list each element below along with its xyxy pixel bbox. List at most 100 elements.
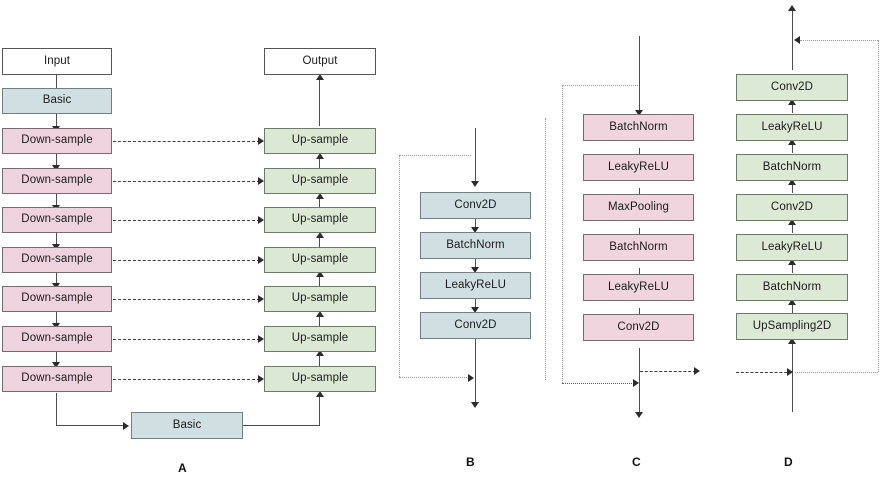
skip-connection-3 <box>113 220 260 221</box>
edge-up5-up4 <box>319 273 321 287</box>
panel-d-arrowhead-residual-join <box>794 36 800 44</box>
panel-b-arrowhead-bn-relu <box>471 267 479 273</box>
panel-b-edge-out <box>475 339 477 405</box>
panel-d-arrowhead-out <box>788 5 796 11</box>
panel-d-edge-6 <box>792 301 794 313</box>
panel-b-edge-conv-bn <box>475 219 477 230</box>
panel-d-node-batchnorm-1[interactable]: BatchNorm <box>736 154 848 181</box>
edge-down4-down5 <box>56 272 58 286</box>
arrowhead-up7-up6 <box>316 350 324 356</box>
node-up-sample-6[interactable]: Up-sample <box>264 326 376 352</box>
arrowhead-up7-in <box>316 391 324 397</box>
arrowhead-bottleneck-in <box>123 422 129 430</box>
edge-down3-down4 <box>56 233 58 247</box>
edge-up2-up1 <box>319 155 321 169</box>
panel-b-arrowhead-out <box>471 402 479 408</box>
node-encoder-basic[interactable]: Basic <box>2 88 112 114</box>
node-output[interactable]: Output <box>264 48 376 75</box>
skip-arrowhead-4 <box>258 256 264 264</box>
panel-b-edge-in <box>475 128 477 183</box>
panel-c-node-batchnorm-1[interactable]: BatchNorm <box>583 114 694 141</box>
edge-down1-down2 <box>56 154 58 168</box>
panel-c-node-leakyrelu-2[interactable]: LeakyReLU <box>583 274 694 301</box>
node-down-sample-7[interactable]: Down-sample <box>2 366 112 392</box>
node-up-sample-1[interactable]: Up-sample <box>264 128 376 154</box>
edge-up3-up2 <box>319 195 321 209</box>
panel-b-node-batchnorm[interactable]: BatchNorm <box>420 232 531 259</box>
panel-d-edge-in <box>792 340 794 412</box>
panel-d-edge-2 <box>792 141 794 153</box>
node-bottleneck-basic[interactable]: Basic <box>131 412 243 439</box>
panel-d-arrowhead-1 <box>788 99 796 105</box>
panel-c-group-bottom <box>562 383 638 384</box>
panel-c-node-batchnorm-2[interactable]: BatchNorm <box>583 234 694 261</box>
panel-b-node-conv2d-1[interactable]: Conv2D <box>420 192 531 219</box>
node-up-sample-7[interactable]: Up-sample <box>264 366 376 392</box>
panel-d-edge-out <box>792 8 794 70</box>
panel-b-node-conv2d-2[interactable]: Conv2D <box>420 312 531 339</box>
skip-connection-5 <box>113 299 260 300</box>
skip-connection-2 <box>113 181 260 182</box>
edge-up4-up3 <box>319 234 321 248</box>
panel-c-arrowhead-residual-join <box>633 379 639 387</box>
panel-d-node-conv2d-2[interactable]: Conv2D <box>736 194 848 221</box>
panel-d-node-leakyrelu-2[interactable]: LeakyReLU <box>736 234 848 261</box>
panel-d-skip-in <box>736 372 792 373</box>
panel-c-skip-out-arrowhead <box>694 367 700 375</box>
arrowhead-up3-up2 <box>316 193 324 199</box>
arrowhead-down6-down7 <box>52 362 60 368</box>
edge-bottleneck-up7-h <box>243 425 320 427</box>
panel-d-group-right <box>878 40 879 372</box>
skip-arrowhead-3 <box>258 216 264 224</box>
panel-c-node-leakyrelu-1[interactable]: LeakyReLU <box>583 154 694 181</box>
panel-c-node-maxpooling[interactable]: MaxPooling <box>583 194 694 221</box>
node-down-sample-2[interactable]: Down-sample <box>2 168 112 194</box>
node-down-sample-3[interactable]: Down-sample <box>2 207 112 233</box>
node-up-sample-4[interactable]: Up-sample <box>264 247 376 273</box>
panel-c-edge-2 <box>639 188 641 199</box>
panel-b-arrowhead-relu-conv <box>471 307 479 313</box>
panel-label-c: C <box>632 455 641 469</box>
node-input[interactable]: Input <box>2 48 112 75</box>
edge-down7-bottleneck-v <box>56 393 58 426</box>
panel-c-node-conv2d[interactable]: Conv2D <box>583 314 694 341</box>
node-down-sample-5[interactable]: Down-sample <box>2 286 112 312</box>
panel-b-edge-bn-relu <box>475 259 477 270</box>
panel-c-edge-out <box>639 348 641 415</box>
panel-d-arrowhead-in <box>788 338 796 344</box>
node-down-sample-6[interactable]: Down-sample <box>2 326 112 352</box>
panel-b-group-bottom <box>399 377 471 378</box>
skip-arrowhead-6 <box>258 335 264 343</box>
panel-b-node-leakyrelu[interactable]: LeakyReLU <box>420 272 531 299</box>
panel-label-b: B <box>466 455 475 469</box>
panel-d-edge-1 <box>792 101 794 113</box>
edge-down5-down6 <box>56 312 58 326</box>
arrowhead-up5-up4 <box>316 271 324 277</box>
skip-arrowhead-1 <box>258 137 264 145</box>
panel-d-arrowhead-2 <box>788 139 796 145</box>
panel-c-edge-4 <box>639 268 641 279</box>
panel-d-node-leakyrelu-1[interactable]: LeakyReLU <box>736 114 848 141</box>
node-down-sample-1[interactable]: Down-sample <box>2 128 112 154</box>
panel-d-node-upsampling2d[interactable]: UpSampling2D <box>736 313 848 340</box>
panel-c-group-right <box>545 118 546 380</box>
panel-d-skip-in-arrowhead <box>787 368 793 376</box>
skip-connection-4 <box>113 260 260 261</box>
panel-b-arrowhead-residual-join <box>468 374 474 382</box>
node-up-sample-5[interactable]: Up-sample <box>264 286 376 312</box>
panel-d-node-conv2d-1[interactable]: Conv2D <box>736 74 848 101</box>
node-up-sample-3[interactable]: Up-sample <box>264 207 376 233</box>
panel-d-group-top <box>800 40 878 41</box>
node-down-sample-4[interactable]: Down-sample <box>2 247 112 273</box>
panel-d-group-bottom <box>795 372 878 373</box>
skip-arrowhead-7 <box>258 375 264 383</box>
edge-down2-down3 <box>56 194 58 208</box>
panel-c-edge-5 <box>639 308 641 319</box>
panel-c-arrowhead-out <box>635 412 643 418</box>
edge-bottleneck-up7-v <box>319 393 321 426</box>
edge-basic-down1 <box>56 114 58 129</box>
panel-d-node-batchnorm-2[interactable]: BatchNorm <box>736 274 848 301</box>
node-up-sample-2[interactable]: Up-sample <box>264 168 376 194</box>
skip-arrowhead-2 <box>258 177 264 185</box>
